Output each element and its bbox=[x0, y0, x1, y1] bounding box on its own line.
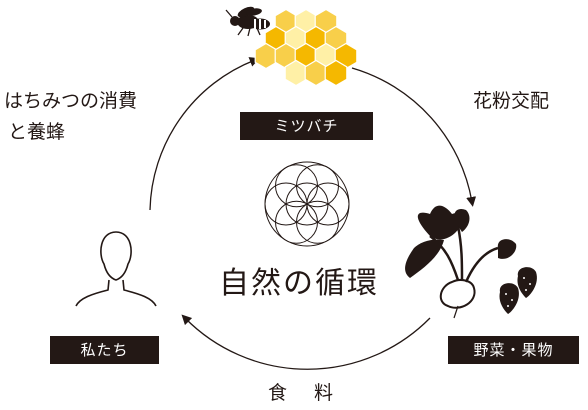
honeycomb-cell bbox=[304, 59, 328, 87]
flower-circle bbox=[296, 164, 339, 208]
node-label-bee: ミツバチ bbox=[240, 112, 373, 140]
person-icon bbox=[75, 231, 157, 307]
flower-of-life-icon bbox=[264, 161, 350, 247]
honeycomb-cell bbox=[254, 42, 278, 70]
bee-icon bbox=[225, 6, 270, 37]
center-title: 自然の循環 bbox=[219, 266, 379, 301]
honeycomb-cell bbox=[324, 59, 348, 87]
node-label-people: 私たち bbox=[50, 336, 159, 364]
honeycomb-cell bbox=[284, 59, 308, 87]
vegetables-fruits-icon bbox=[405, 205, 537, 319]
node-label-crops: 野菜・果物 bbox=[448, 336, 579, 364]
edge-label-honey-line2: と養蜂 bbox=[8, 121, 66, 143]
arrow-crops-to-people bbox=[181, 314, 431, 370]
flower-outer-circle bbox=[264, 161, 350, 247]
arrow-bee-to-crops bbox=[351, 67, 477, 207]
arrow-people-to-bee bbox=[149, 57, 260, 211]
edge-label-food: 食 料 bbox=[268, 382, 338, 404]
edge-label-pollination: 花粉交配 bbox=[473, 90, 550, 112]
edge-label-honey-line1: はちみつの消費 bbox=[4, 90, 138, 112]
honeycomb-icon bbox=[254, 8, 358, 87]
flower-circle bbox=[275, 164, 318, 208]
